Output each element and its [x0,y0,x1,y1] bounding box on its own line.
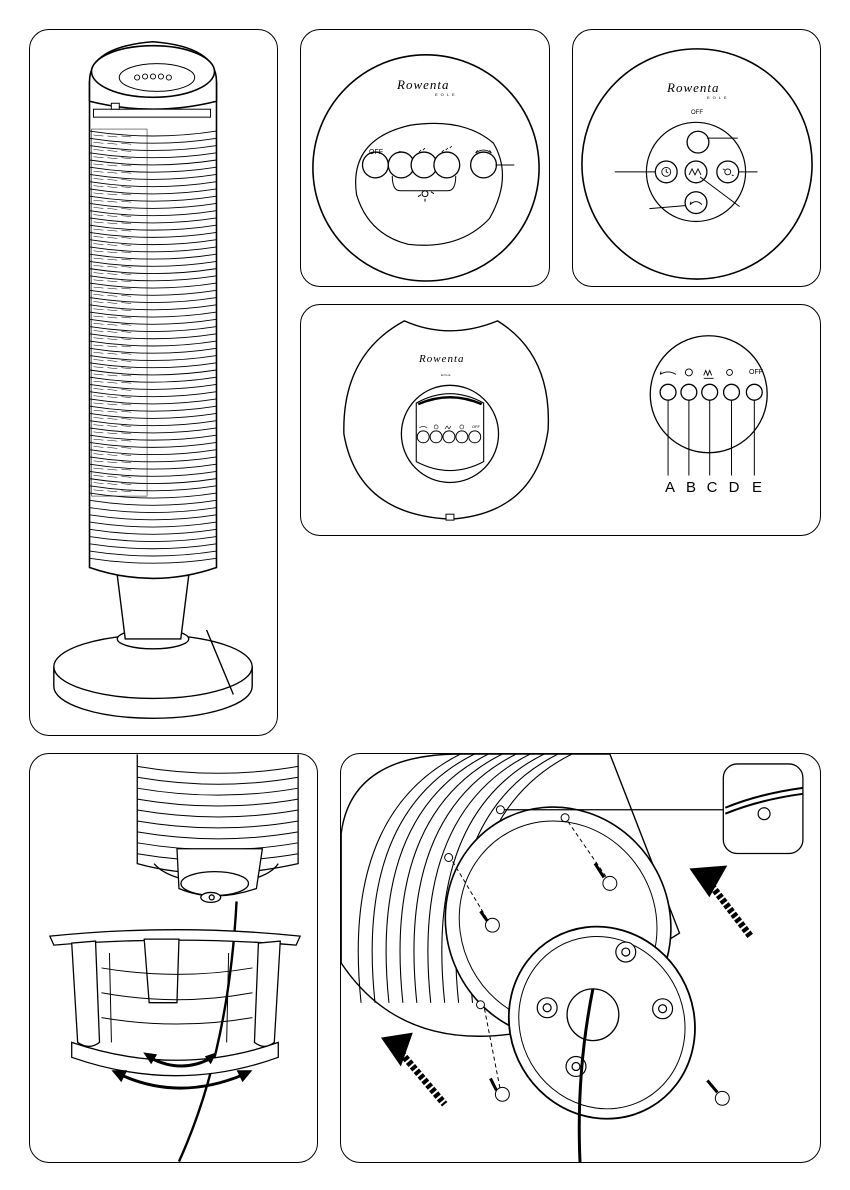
fan-bottom [137,754,298,902]
remote-button-c [702,384,718,400]
fan-stem [117,575,188,638]
remote-button-b [681,384,697,400]
fan-body [90,81,217,578]
control-front-illustration [301,30,549,286]
screw-assembly-illustration [341,754,820,1162]
brand-logo: Rowenta [397,77,450,93]
base-assembly-illustration [30,754,317,1162]
remote-off-zoom: OFF [749,369,763,376]
brand-logo-top: Rowenta [667,80,720,96]
control-top-illustration [573,30,820,286]
panel-control-front: Rowenta EOLE OFF [300,29,550,287]
top-button-speed [717,161,739,183]
front-button-speed1 [388,152,414,178]
letter-d: D [726,479,742,496]
panel-screw-assembly [340,753,821,1163]
letter-e: E [749,479,765,496]
off-label-top: OFF [691,110,703,116]
remote-illustration [301,305,820,535]
remote-model-text: EOLE [441,373,451,377]
remote-button-a [660,384,676,400]
fan-base [54,629,252,718]
remote-button-d [724,384,740,400]
remote-button-e [746,384,762,400]
fan-head [90,42,217,117]
letter-c: C [704,479,720,496]
base-clip [50,930,300,1076]
front-button-speed3 [434,152,460,178]
panel-base-assembly [29,753,318,1163]
brand-subline: EOLE [435,92,458,97]
brand-logo-remote: Rowenta [419,353,465,365]
brand-subline-top: EOLE [707,95,730,100]
front-button-oscillation [471,152,497,178]
top-button-off [687,131,709,153]
off-label: OFF [369,149,383,156]
front-button-speed2 [411,152,437,178]
panel-tower-fan [29,29,278,736]
top-button-oscillation [685,192,707,214]
remote-off-small: OFF [472,424,480,429]
letter-b: B [683,479,699,496]
tower-fan-illustration [30,30,277,735]
panel-control-top: Rowenta EOLE OFF [572,29,821,287]
letter-a: A [662,479,678,496]
panel-remote: Rowenta EOLE OFF OFF A B C D E [300,304,821,536]
